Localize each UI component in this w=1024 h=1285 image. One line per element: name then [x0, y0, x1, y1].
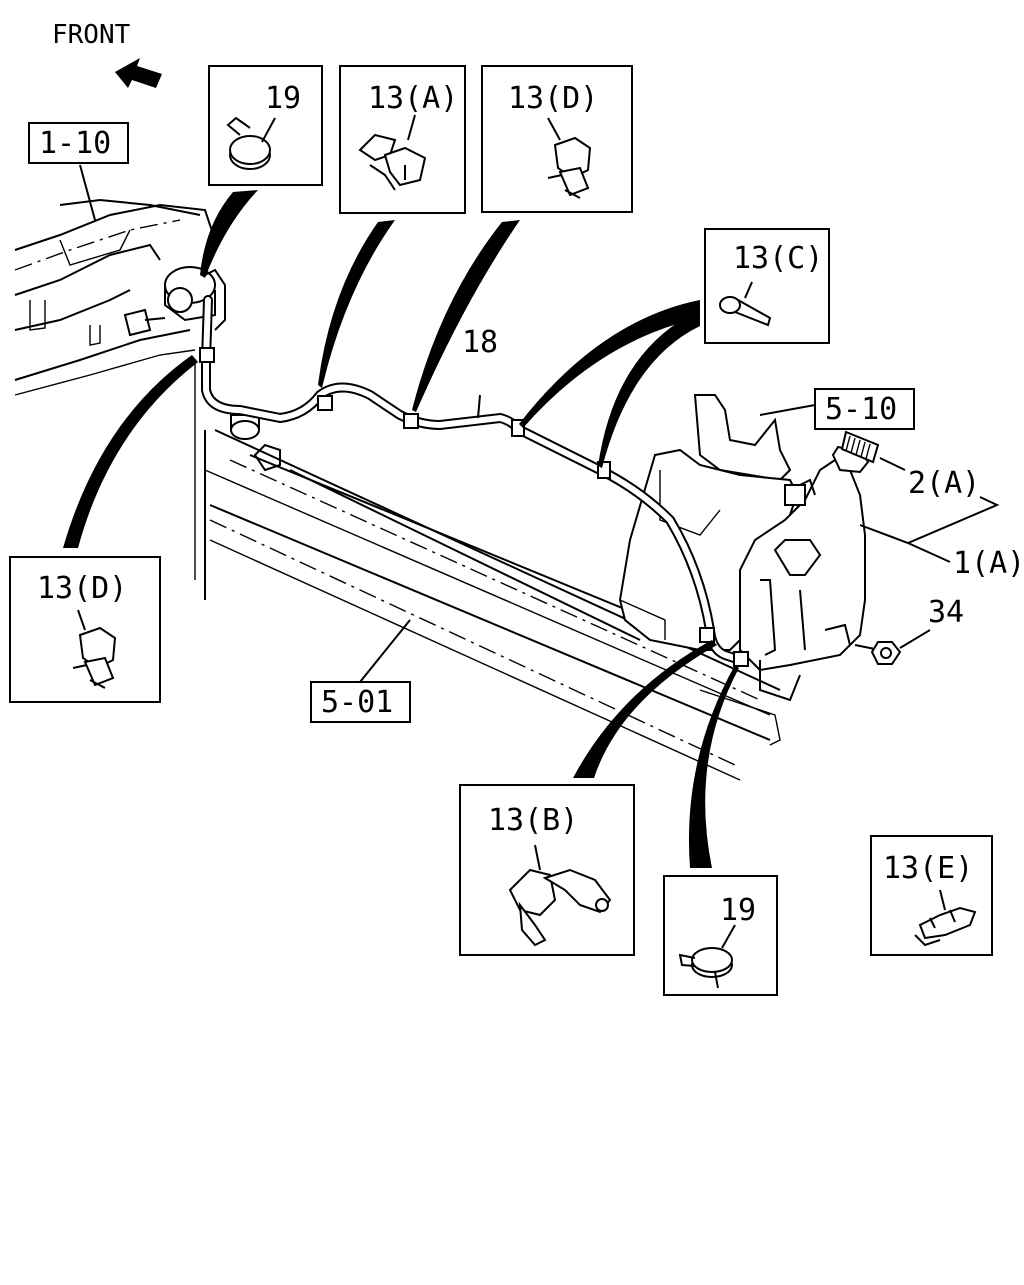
ref-box-5-10: 5-10	[759, 388, 915, 430]
washer-tank	[618, 394, 902, 702]
clip-c-icon	[719, 281, 772, 327]
front-arrow-icon	[115, 58, 162, 88]
clip-e-icon	[914, 889, 977, 947]
clip-d-icon	[547, 117, 592, 199]
hose-clamp-bottom-icon	[678, 924, 736, 989]
ref-label-5-01: 5-01	[321, 685, 393, 720]
washer-hose	[199, 295, 749, 667]
callout-label-13a: 13(A)	[368, 81, 458, 116]
clip-a-icon	[358, 114, 427, 191]
callout-label-19-top: 19	[265, 81, 301, 116]
callout-label-13b: 13(B)	[488, 803, 578, 838]
callout-box-13c: 13(C)	[704, 228, 830, 344]
part-label-34: 34	[928, 595, 964, 630]
callout-label-13d-left: 13(D)	[37, 571, 127, 606]
clip-d-left-icon	[72, 609, 117, 689]
callout-label-13c: 13(C)	[733, 241, 823, 276]
front-indicator: FRONT	[52, 20, 162, 88]
clip-b-icon	[508, 844, 612, 947]
callout-label-13e: 13(E)	[883, 851, 973, 886]
callout-box-13d-top: 13(D)	[481, 65, 633, 213]
callout-label-19-bottom: 19	[720, 893, 756, 928]
ref-box-1-10: 1-10	[28, 122, 129, 164]
callout-box-19-top: 19	[208, 65, 323, 186]
callout-box-19-bottom: 19	[663, 875, 778, 996]
part-labels: 18 2(A) 1(A) 34	[462, 325, 1024, 649]
part-label-1a: 1(A)	[953, 546, 1024, 581]
hose-clamp-icon	[226, 116, 276, 170]
callout-box-13d-left: 13(D)	[9, 556, 161, 703]
ref-label-1-10: 1-10	[39, 126, 111, 161]
ref-label-5-10: 5-10	[825, 392, 897, 427]
part-label-2a: 2(A)	[908, 466, 980, 501]
callout-leaders	[63, 190, 739, 868]
ref-box-5-01: 5-01	[310, 619, 411, 723]
front-label: FRONT	[52, 20, 131, 50]
callout-box-13b: 13(B)	[459, 784, 635, 956]
callout-box-13e: 13(E)	[870, 835, 993, 956]
part-label-18: 18	[462, 325, 498, 360]
callout-label-13d-top: 13(D)	[508, 81, 598, 116]
callout-box-13a: 13(A)	[339, 65, 466, 214]
